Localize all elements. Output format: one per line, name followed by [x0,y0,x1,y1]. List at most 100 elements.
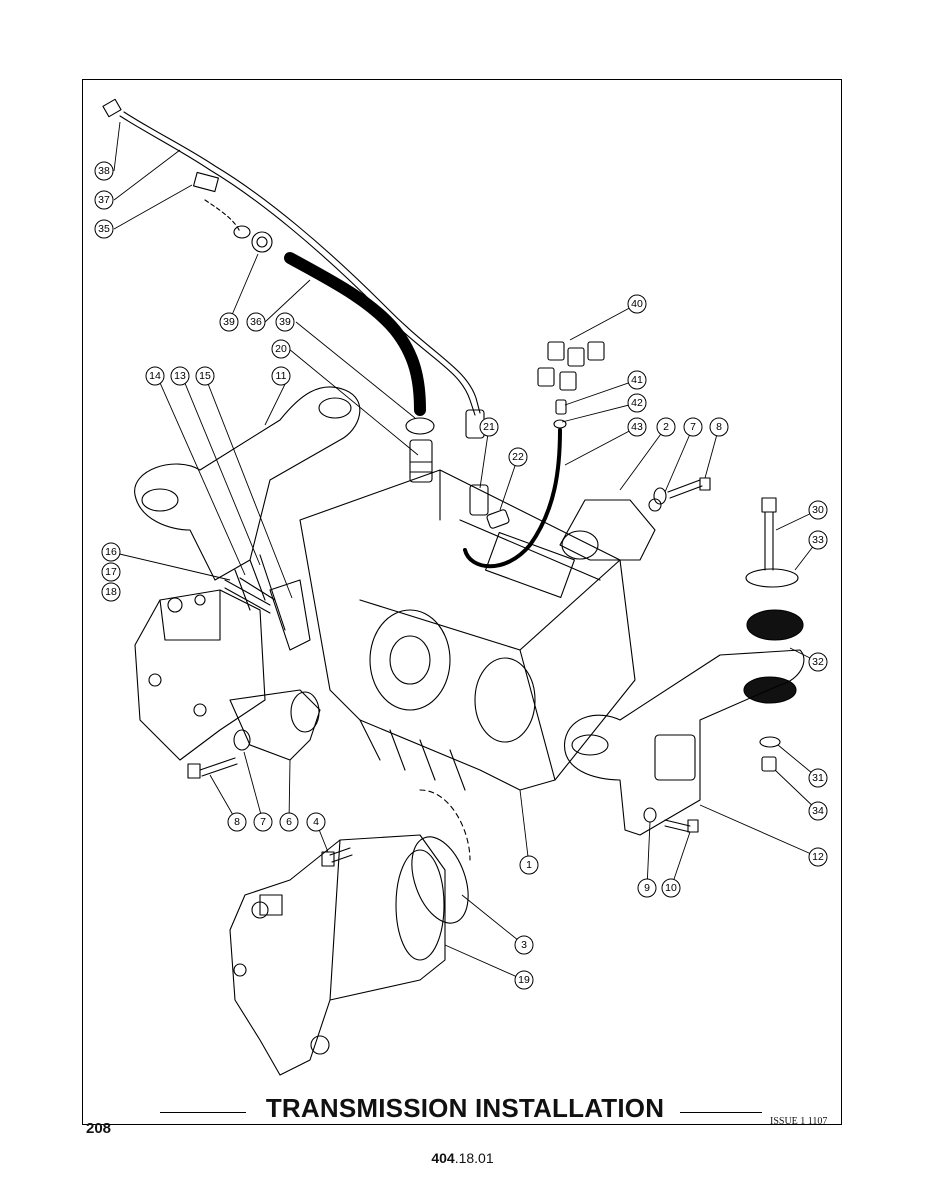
callout-4: 4 [306,812,326,832]
svg-text:39: 39 [223,316,235,328]
document-code-rest: .18.01 [454,1150,494,1166]
svg-text:7: 7 [690,421,696,433]
svg-text:21: 21 [483,421,495,433]
svg-text:11: 11 [276,370,287,382]
fitting-41 [555,399,567,415]
title-rule-right [680,1112,762,1113]
callout-20: 20 [271,339,291,359]
bolts-16-17-18 [224,577,276,614]
bolt-10 [664,819,699,833]
svg-text:13: 13 [174,370,186,382]
clip-35 [193,171,251,239]
drawing-frame [82,79,842,1125]
svg-text:14: 14 [149,370,161,382]
callout-6: 6 [279,812,299,832]
callout-43: 43 [627,417,647,437]
svg-text:17: 17 [105,566,117,578]
callout-33: 33 [808,530,828,550]
callout-31: 31 [808,768,828,788]
callout-7: 7 [253,812,273,832]
callout-40: 40 [627,294,647,314]
svg-text:38: 38 [98,165,110,177]
callout-32: 32 [808,652,828,672]
callout-18: 18 [101,582,121,602]
callout-16: 16 [101,542,121,562]
svg-text:8: 8 [234,816,240,828]
callout-22: 22 [508,447,528,467]
page-title: TRANSMISSION INSTALLATION [265,1093,665,1123]
issue-label: ISSUE 1 1107 [770,1116,828,1127]
svg-text:40: 40 [631,298,643,310]
document-code-bold: 404 [431,1150,455,1166]
washer-33 [745,568,799,588]
svg-text:2: 2 [663,421,669,433]
svg-text:39: 39 [279,316,291,328]
svg-text:43: 43 [631,421,643,433]
svg-text:9: 9 [644,882,650,894]
callout-1: 1 [519,855,539,875]
callout-34: 34 [808,801,828,821]
svg-text:35: 35 [98,223,110,235]
document-code: 404.18.01 [0,1150,925,1166]
callout-11: 11 [271,366,291,386]
fitting-20 [409,439,433,483]
callout-13: 13 [170,366,190,386]
svg-text:10: 10 [665,882,677,894]
callout-9: 9 [637,878,657,898]
callout-42: 42 [627,393,647,413]
hose-43 [463,428,562,569]
svg-text:20: 20 [275,343,287,355]
bracket-12 [564,649,805,836]
mount-2 [559,498,662,561]
svg-text:30: 30 [812,504,824,516]
washer-7-left [233,729,251,751]
svg-text:34: 34 [812,805,824,817]
svg-text:12: 12 [812,851,824,863]
svg-text:19: 19 [518,974,530,986]
svg-text:15: 15 [199,370,211,382]
svg-text:7: 7 [260,816,266,828]
nut-34 [761,756,777,772]
svg-text:22: 22 [512,451,524,463]
callout-30: 30 [808,500,828,520]
callout-21: 21 [479,417,499,437]
callout-15: 15 [195,366,215,386]
svg-text:31: 31 [812,772,824,784]
svg-text:33: 33 [812,534,824,546]
control-valve-block [134,589,266,761]
washer-31 [759,736,781,748]
hose-clamp-39 [251,231,435,435]
pins-13-14-15 [234,554,311,651]
bolt-30 [761,497,777,571]
callout-17: 17 [101,562,121,582]
callout-7: 7 [683,417,703,437]
page-number: 208 [86,1120,112,1137]
callout-41: 41 [627,370,647,390]
callout-39: 39 [219,312,239,332]
plug-set-40 [537,341,605,391]
svg-text:1: 1 [526,859,532,871]
title-rule-left [160,1112,246,1113]
svg-text:18: 18 [105,586,117,598]
callout-36: 36 [246,312,266,332]
svg-text:3: 3 [521,939,527,951]
callout-10: 10 [661,878,681,898]
svg-text:41: 41 [631,374,643,386]
bolt-8-left [187,757,238,779]
callout-14: 14 [145,366,165,386]
bushings-32 [743,609,804,704]
svg-text:4: 4 [313,816,319,828]
svg-text:16: 16 [105,546,117,558]
svg-text:32: 32 [812,656,824,668]
callout-12: 12 [808,847,828,867]
svg-text:8: 8 [716,421,722,433]
callout-8: 8 [709,417,729,437]
callout-2: 2 [656,417,676,437]
mount-6 [229,689,321,761]
bolt-8-right [667,477,711,499]
washer-7-right [653,487,667,505]
callout-37: 37 [94,190,114,210]
callout-38: 38 [94,161,114,181]
hydraulic-hose [284,252,426,416]
